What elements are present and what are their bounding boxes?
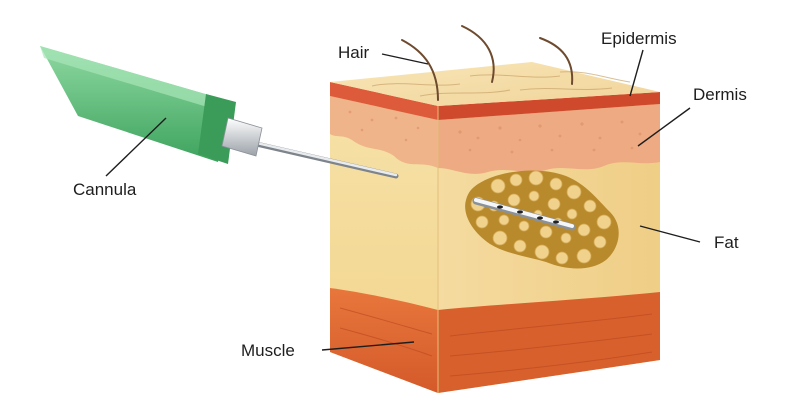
cannula-label: Cannula bbox=[73, 180, 137, 199]
dermis-side bbox=[438, 104, 660, 174]
cannula-leader bbox=[105, 117, 167, 177]
fat-leader bbox=[639, 225, 701, 243]
hair-label: Hair bbox=[338, 43, 370, 62]
dermis-label: Dermis bbox=[693, 85, 747, 104]
muscle-side bbox=[438, 292, 660, 393]
muscle-label: Muscle bbox=[241, 341, 295, 360]
cannula-tip-in-tissue bbox=[472, 197, 576, 231]
fat-label: Fat bbox=[714, 233, 739, 252]
muscle-leader bbox=[321, 341, 415, 351]
epidermis-label: Epidermis bbox=[601, 29, 677, 48]
leader-lines bbox=[105, 49, 701, 351]
cannula-collar bbox=[221, 117, 263, 157]
hair-leader bbox=[381, 53, 429, 65]
epidermis-leader bbox=[629, 49, 644, 97]
hair-strands bbox=[401, 25, 574, 101]
muscle-fibers bbox=[339, 307, 653, 377]
top-surface bbox=[330, 62, 660, 106]
surface-wrinkles bbox=[371, 71, 631, 97]
dermis-leader bbox=[637, 107, 691, 147]
cannula-handle bbox=[40, 46, 226, 162]
epidermis-front bbox=[330, 82, 438, 120]
dermis-texture bbox=[348, 110, 642, 154]
cannula-instrument bbox=[40, 46, 399, 179]
skin-block bbox=[330, 62, 660, 393]
epidermis-side bbox=[438, 92, 660, 120]
